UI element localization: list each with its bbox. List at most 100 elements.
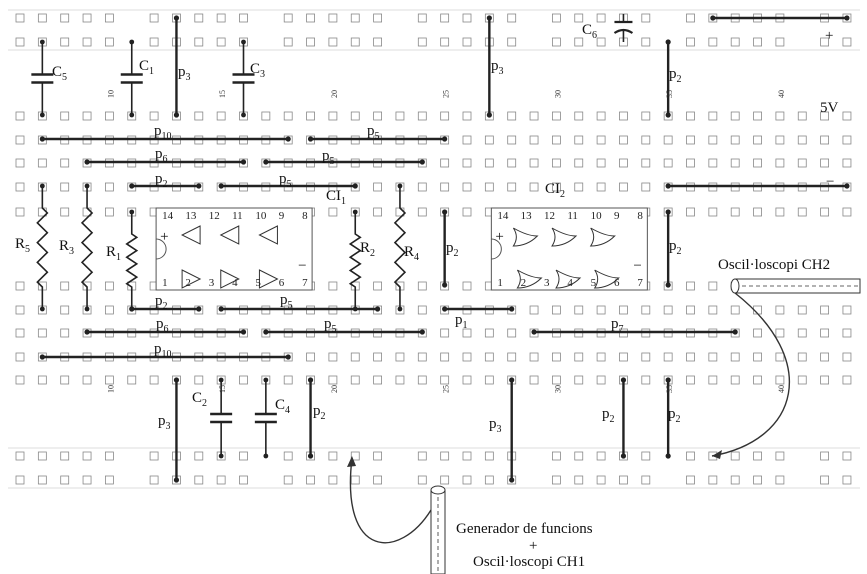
breadboard-hole [775,111,785,121]
wire-end [620,453,627,459]
breadboard-hole [686,451,695,461]
breadboard-hole [328,111,338,121]
breadboard-hole [60,375,70,385]
breadboard-hole [484,135,494,145]
breadboard-hole [708,111,718,121]
xor-gate [512,227,539,247]
label-wire-p3: p3 [178,64,191,83]
breadboard-hole [105,305,114,315]
breadboard-hole [641,451,651,461]
wire-end [375,306,381,312]
resistor-r5 [36,186,49,309]
column-number: 35 [665,90,674,98]
breadboard-hole [775,37,785,47]
breadboard-hole [440,37,450,47]
breadboard-hole [797,135,807,145]
wire-end [732,329,738,335]
label-c6-name: C [582,22,592,38]
breadboard-hole [350,475,360,485]
breadboard-hole [574,182,584,192]
breadboard-hole [82,451,92,461]
ch2-ground-lead [711,292,790,457]
inverter-gate [180,225,201,245]
breadboard-hole [440,352,450,362]
resistor-r1 [125,212,139,309]
breadboard-hole [60,305,70,315]
wire-end [173,377,180,383]
breadboard-hole [60,281,70,291]
label-c5: C5 [52,64,67,83]
breadboard-hole [529,182,539,192]
breadboard-hole [373,182,383,192]
xor-gate [516,269,543,289]
breadboard-hole [373,207,383,217]
label-plus-rail: + [825,28,833,44]
ic-pin-number: 4 [567,277,573,289]
breadboard-hole [417,451,427,461]
wire-end [240,159,247,165]
label-wire-p3-name: p [158,413,166,429]
ic-pin-number: 14 [497,210,509,222]
wire-end [442,136,448,142]
label-wire-p3-name: p [178,64,186,80]
breadboard-hole [306,13,315,23]
breadboard-hole [842,475,852,485]
wire-end [285,136,291,142]
breadboard-hole [462,158,472,168]
breadboard-hole [105,37,114,47]
label-r1-name: R [106,244,116,260]
breadboard-hole [105,375,114,385]
label-c3-sub: 3 [260,69,265,80]
label-5v: 5V [820,100,839,116]
breadboard-hole [507,328,517,338]
breadboard-hole [686,37,695,47]
breadboard-hole [686,13,695,23]
label-wire-p5-name: p [322,148,330,164]
inverter-gate [181,269,202,289]
column-number: 10 [106,90,115,98]
breadboard-hole [596,111,606,121]
wire-end [39,354,45,360]
breadboard-hole [306,111,315,121]
lead-end [241,112,246,118]
label-ci1: CI1 [326,188,346,207]
label-wire-p5-sub: 5 [288,300,293,311]
breadboard-hole [60,37,70,47]
breadboard-hole [574,305,584,315]
breadboard-hole [529,375,539,385]
label-wire-p10-name: p [154,123,162,139]
breadboard-hole [529,305,539,315]
label-r5-name: R [15,236,25,252]
breadboard-hole [462,475,472,485]
label-r3-name: R [59,238,69,254]
breadboard-hole [373,352,383,362]
breadboard-hole [663,158,673,168]
breadboard-hole [753,37,762,47]
breadboard-hole [596,37,606,47]
label-r1-sub: 1 [116,252,121,263]
wire-end [173,15,180,21]
label-wire-p3-name: p [489,416,497,432]
label-wire-p10-sub: 10 [162,349,172,360]
label-wire-p5: p5 [367,123,380,142]
label-ci2-name: CI [545,181,560,197]
breadboard-hole [239,451,248,461]
breadboard-hole [194,13,204,23]
breadboard-hole [105,451,114,461]
ic-pin-number: 7 [302,277,308,289]
ic-pin-number: 1 [497,277,503,289]
breadboard-hole [462,375,472,385]
column-number: 20 [330,385,339,393]
breadboard-hole [127,375,137,385]
label-wire-p2-name: p [669,66,677,82]
label-r2: R2 [360,240,375,259]
breadboard-hole [306,475,315,485]
breadboard-hole [239,475,248,485]
breadboard-hole [507,352,517,362]
breadboard-hole [194,375,204,385]
breadboard-hole [328,207,338,217]
breadboard-hole [82,375,92,385]
lead-end [39,306,45,312]
breadboard-hole [775,328,785,338]
